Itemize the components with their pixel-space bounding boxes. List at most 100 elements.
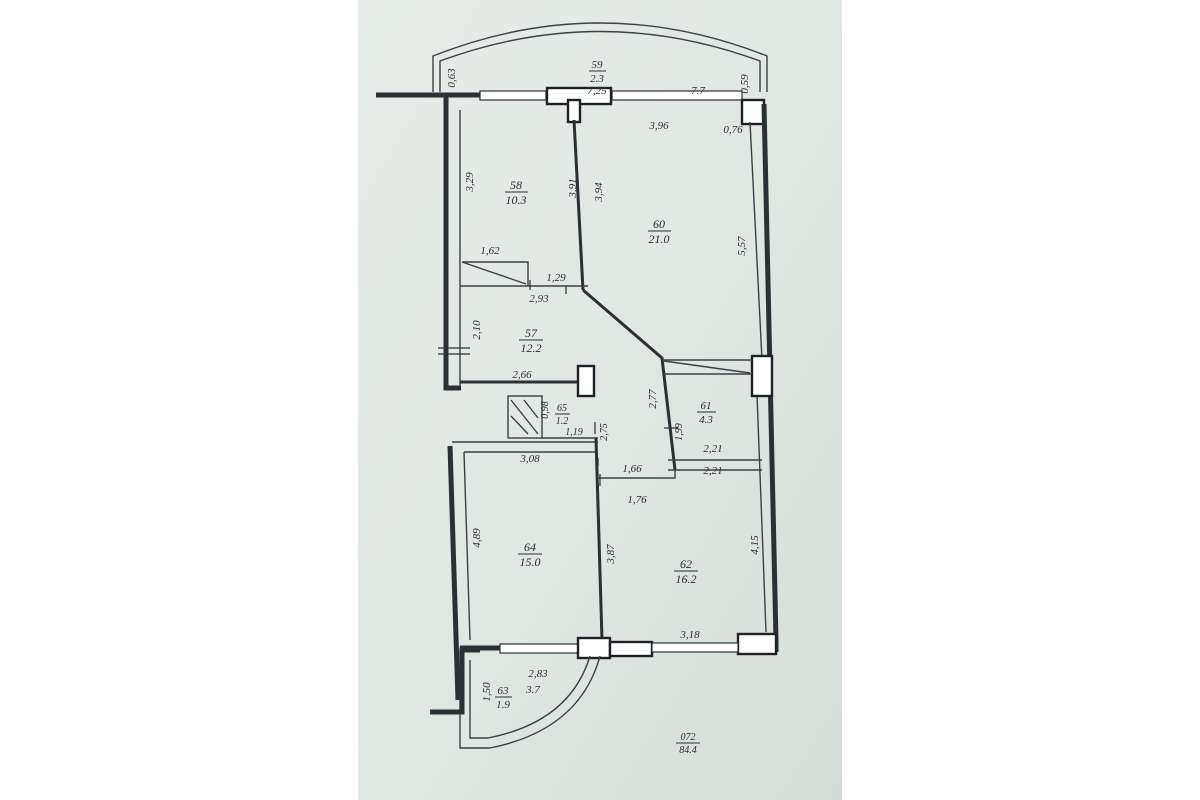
dim-3-7: 3.7 <box>525 684 540 696</box>
dim-4-15: 4,15 <box>749 535 761 555</box>
room-area: 2.3 <box>590 73 604 85</box>
dim-1-66: 1,66 <box>622 463 642 475</box>
window-bottom-left <box>499 643 579 654</box>
room-area: 16.2 <box>676 572 697 586</box>
storage-65-outline <box>507 395 543 439</box>
room-label-63: 63 1.9 <box>495 685 512 711</box>
dim-2-21-b: 2,21 <box>703 465 722 477</box>
partition-61-62 <box>668 459 762 471</box>
dim-1-99: 1,99 <box>674 423 685 441</box>
dim-2-21-a: 2,21 <box>703 443 722 455</box>
room-number: 59 <box>592 59 604 71</box>
dimension-labels: 0,63 7,25 7.7 0,59 3,96 0,76 3,29 3,91 3… <box>446 68 761 702</box>
closet-diagonal <box>461 261 527 285</box>
window-top-left <box>479 90 547 101</box>
dim-0-98: 0,98 <box>540 401 551 419</box>
dim-2-66: 2,66 <box>512 369 532 381</box>
dim-top-7-25: 7,25 <box>587 85 607 97</box>
door-marker-57 <box>438 347 470 355</box>
room-number: 57 <box>525 326 538 340</box>
door-marker-hall <box>615 317 631 331</box>
room-number: 58 <box>510 178 522 192</box>
summary-total-area: 84.4 <box>679 745 697 756</box>
balcony-bottom-inner <box>469 655 591 739</box>
partition-64-top <box>452 441 598 453</box>
room-number: 62 <box>680 557 692 571</box>
dim-1-76: 1,76 <box>627 494 647 506</box>
left-wall-upper <box>443 95 461 391</box>
closet-outline <box>462 261 529 286</box>
room-area: 10.3 <box>506 193 527 207</box>
dim-2-75: 2,75 <box>599 423 610 441</box>
dim-3-87: 3,87 <box>605 544 617 565</box>
room-label-64: 64 15.0 <box>518 540 542 569</box>
dim-3-29: 3,29 <box>464 172 476 193</box>
dim-3-94: 3,94 <box>593 182 605 203</box>
dim-3-08: 3,08 <box>519 453 540 465</box>
room-area: 4.3 <box>699 414 713 426</box>
dim-2-77: 2,77 <box>647 389 659 409</box>
dim-0-76: 0,76 <box>723 124 743 136</box>
pillar-bottom-middle <box>576 636 612 660</box>
pillar-bottom-right <box>736 632 778 656</box>
balcony-bottom-outline <box>459 650 601 749</box>
paper-sheet <box>358 0 842 800</box>
room-label-57: 57 12.2 <box>519 326 543 355</box>
right-inner-wall-lower <box>756 394 767 633</box>
pillar-top-middle-stub <box>566 98 582 124</box>
dim-2-93: 2,93 <box>529 293 549 305</box>
partition-58-60 <box>572 119 585 291</box>
room-number: 63 <box>498 685 510 697</box>
room-label-58: 58 10.3 <box>505 178 528 207</box>
room-label-65: 65 1.2 <box>555 403 570 427</box>
tick-marks-hall <box>594 422 599 466</box>
partition-60-61-diagonal <box>663 360 751 374</box>
pillar-hall <box>576 364 596 398</box>
room-area: 12.2 <box>521 341 542 355</box>
dim-1-19: 1,19 <box>565 427 583 438</box>
left-wall-lower <box>447 445 461 701</box>
room-label-61: 61 4.3 <box>697 400 716 426</box>
dim-1-62: 1,62 <box>480 245 500 257</box>
summary-code: 072 <box>681 732 696 743</box>
window-top-right <box>611 90 743 101</box>
room-area: 1.2 <box>556 416 569 427</box>
room-number: 64 <box>524 540 536 554</box>
room-number: 65 <box>557 403 567 414</box>
partition-62-top <box>598 470 676 479</box>
room-label-62: 62 16.2 <box>674 557 698 586</box>
balcony-bottom-left-wall <box>430 647 480 715</box>
tick-marks-58 <box>529 280 567 294</box>
dim-1-50: 1,50 <box>481 682 493 702</box>
room-area: 15.0 <box>520 555 541 569</box>
dim-4-89: 4,89 <box>471 528 483 548</box>
room-label-59: 59 2.3 <box>589 59 606 85</box>
balcony-top-inner <box>439 30 761 92</box>
dim-1-29: 1,29 <box>546 272 566 284</box>
dim-top-7-7: 7.7 <box>691 85 705 97</box>
dim-3-18: 3,18 <box>679 629 700 641</box>
window-bottom-right <box>651 642 739 653</box>
dim-top-0-59: 0,59 <box>739 74 751 94</box>
pillar-right-middle <box>750 354 774 398</box>
pillar-top-right <box>740 98 766 126</box>
pillar-bottom-middle-right <box>608 640 654 658</box>
left-inner-wall-lower <box>463 451 471 641</box>
partition-60-61 <box>662 359 752 375</box>
dim-top-0-63: 0,63 <box>446 68 458 88</box>
dim-3-91: 3,91 <box>567 178 579 198</box>
room-area: 21.0 <box>649 232 670 246</box>
room-number: 61 <box>701 400 712 412</box>
partition-64-62 <box>594 437 604 641</box>
room-label-60: 60 21.0 <box>648 217 671 246</box>
dim-3-96: 3,96 <box>648 120 669 132</box>
room-number: 60 <box>653 217 665 231</box>
dim-2-10: 2,10 <box>471 320 483 340</box>
room-area: 1.9 <box>496 699 510 711</box>
summary-stamp: 072 84.4 <box>676 732 700 756</box>
dim-2-83: 2,83 <box>528 668 548 680</box>
balcony-top-outline <box>432 22 768 92</box>
right-inner-wall-upper <box>749 121 763 361</box>
